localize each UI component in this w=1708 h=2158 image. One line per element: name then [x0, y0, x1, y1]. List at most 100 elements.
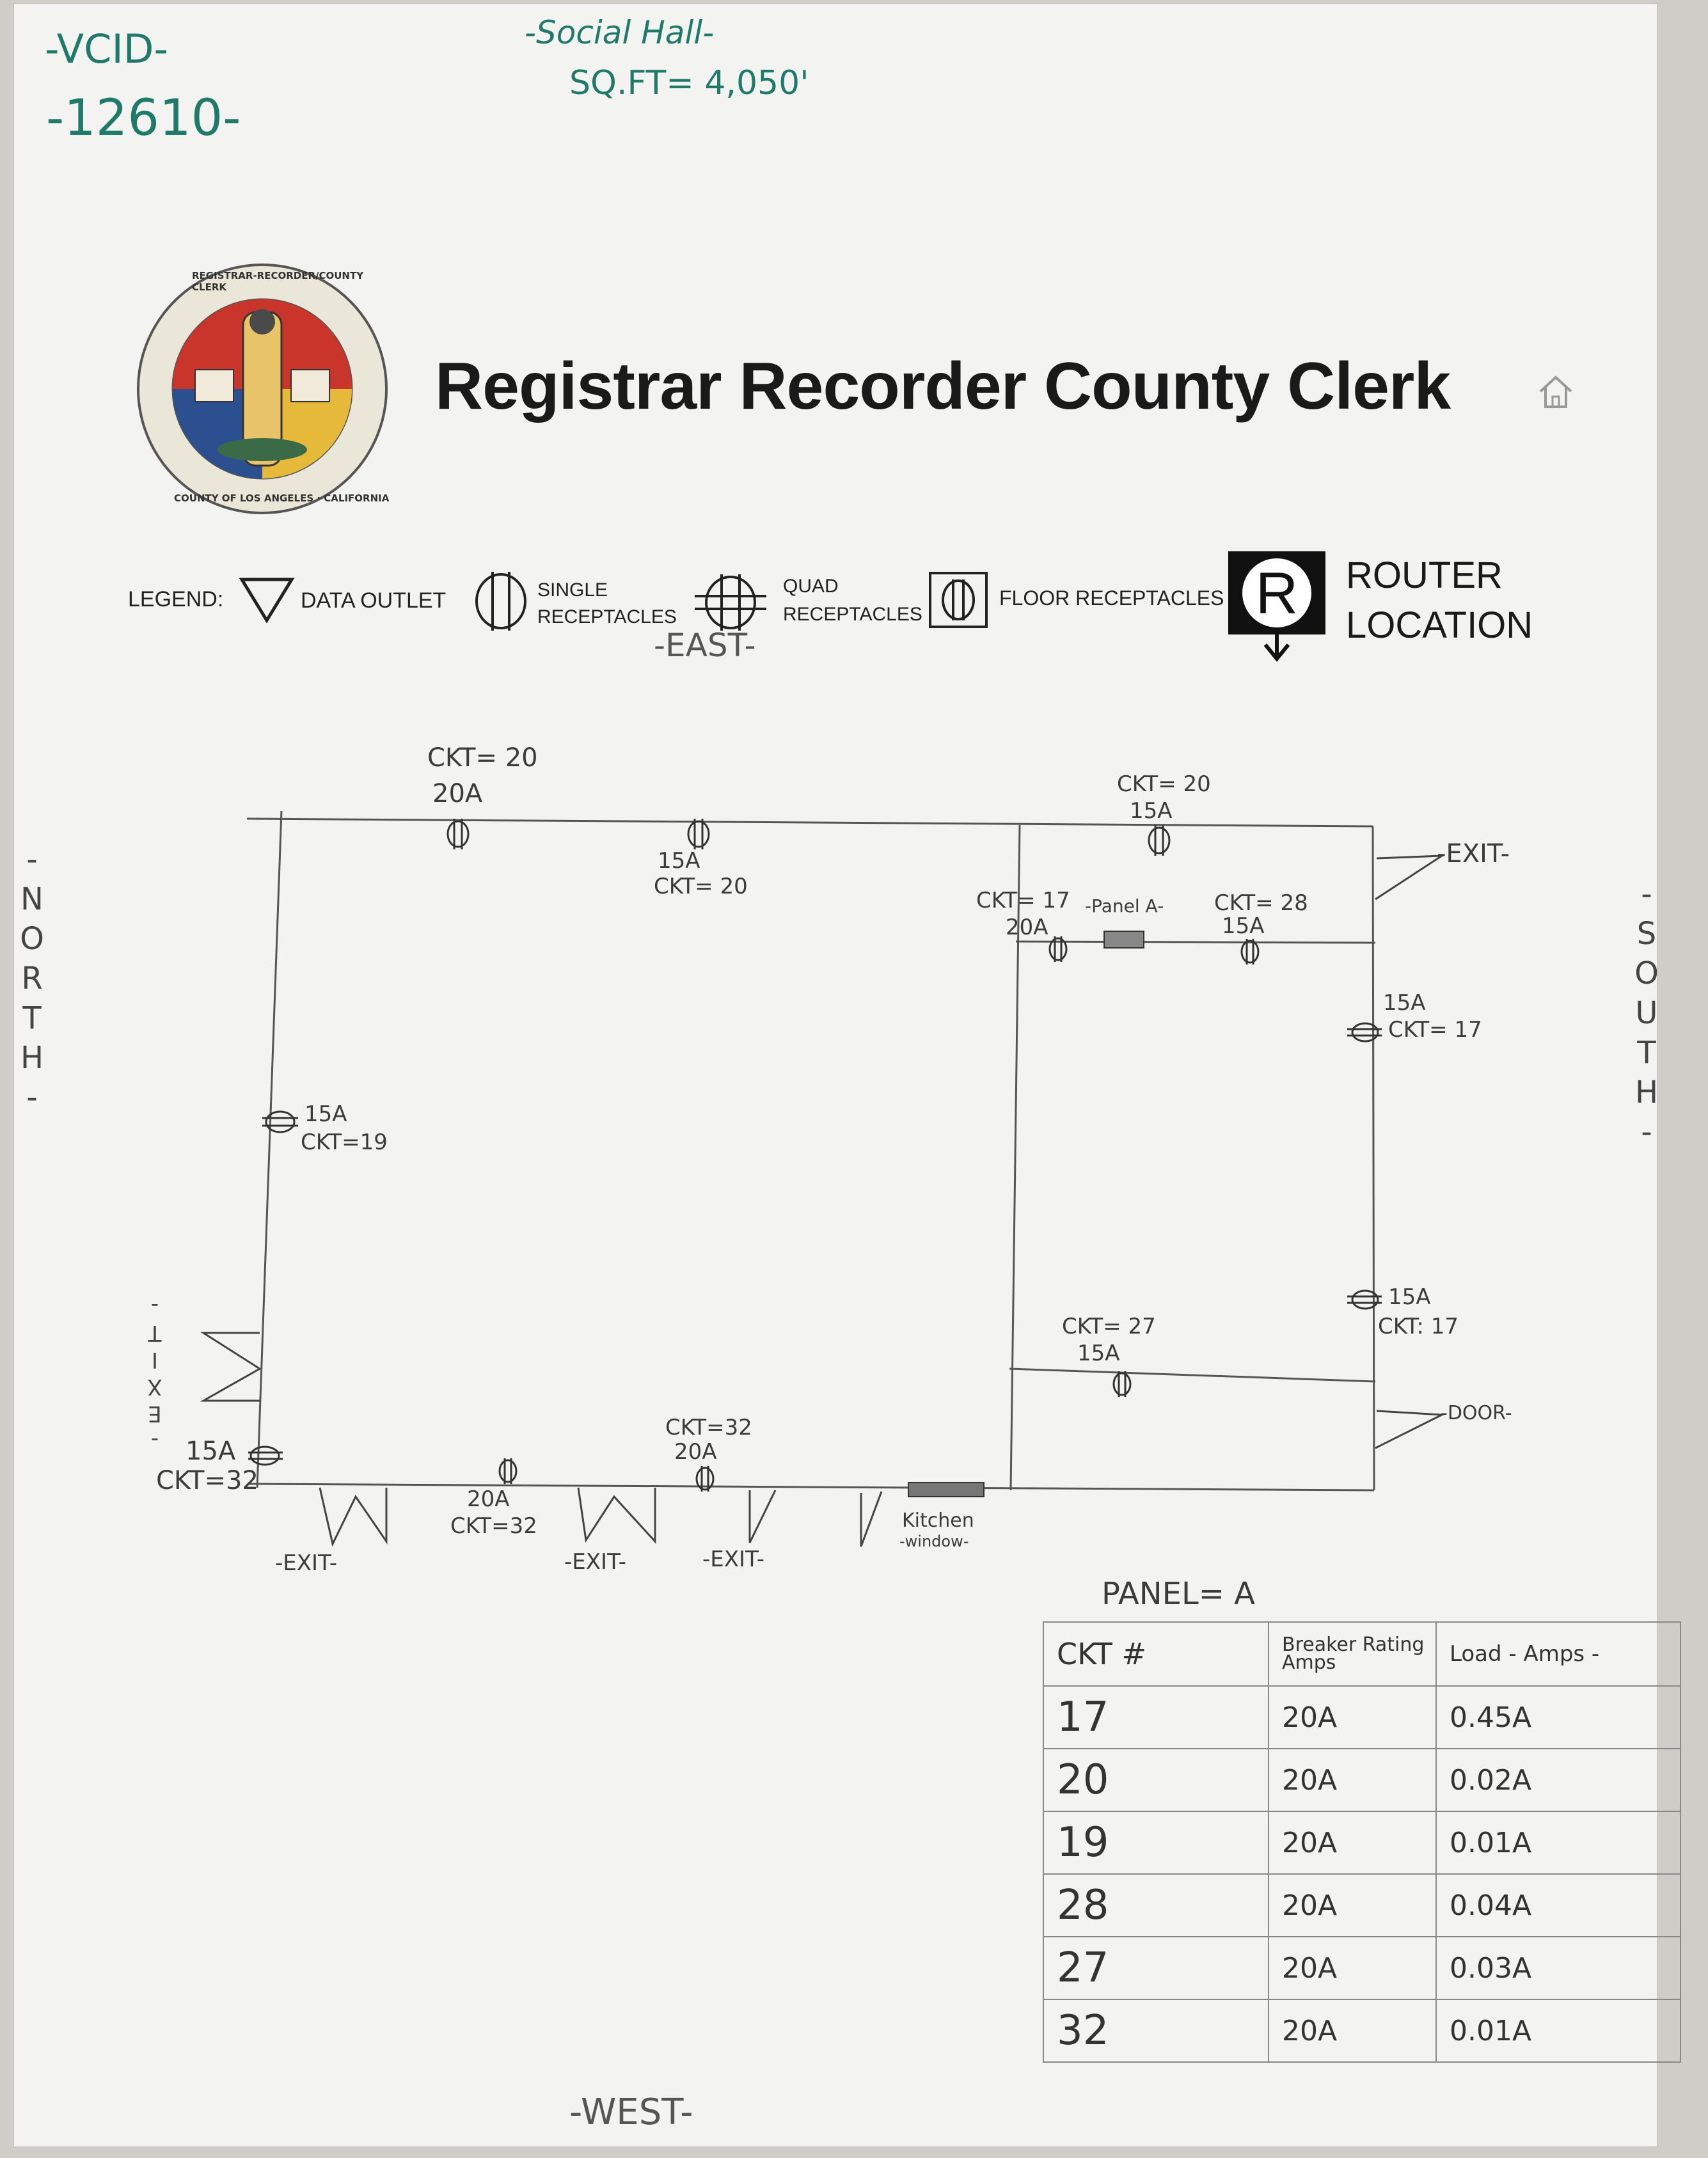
panel-header-load: Load - Amps -	[1435, 1621, 1681, 1687]
ckt-cell: 19	[1043, 1811, 1269, 1875]
label-left-ckt: CKT=19	[301, 1130, 388, 1155]
receptacle-panel	[1048, 936, 1068, 962]
kitchen-window	[908, 1482, 984, 1497]
exit-door-1	[319, 1487, 388, 1547]
legend-router-2: LOCATION	[1346, 604, 1533, 646]
label-panel-ckt: CKT= 17	[976, 888, 1070, 913]
receptacle-top-left	[447, 819, 470, 849]
router-icon: R	[1226, 549, 1328, 666]
table-row: 20 20A 0.02A	[1043, 1748, 1681, 1812]
label-panel-a: -Panel A-	[1085, 895, 1164, 917]
exit-door-3	[748, 1490, 777, 1543]
label-kitchen-1: Kitchen	[902, 1509, 974, 1532]
table-row: 17 20A 0.45A	[1043, 1685, 1681, 1749]
social-hall-label: -Social Hall-	[525, 14, 715, 51]
direction-north: -NORTH-	[14, 842, 50, 1119]
panel-a-box	[1103, 931, 1144, 949]
label-right-amp-1: 15A	[1383, 990, 1426, 1016]
receptacle-right-2	[1347, 1289, 1382, 1310]
breaker-cell: 20A	[1268, 1811, 1437, 1875]
label-top-right-amp: 15A	[1130, 798, 1173, 824]
quad-receptacle-icon	[692, 571, 769, 637]
label-top-left-ckt: CKT= 20	[427, 743, 538, 773]
legend-single-2: RECEPTACLES	[537, 606, 677, 627]
door-right	[1375, 1410, 1446, 1449]
ckt-cell: 32	[1043, 1999, 1269, 2063]
label-exit-top-right: -EXIT-	[1437, 839, 1510, 869]
breaker-cell: 20A	[1268, 1685, 1437, 1749]
receptacle-ckt27	[1112, 1371, 1132, 1397]
label-left-amp: 15A	[304, 1101, 347, 1127]
legend-floor: FLOOR RECEPTACLES	[999, 587, 1224, 610]
label-top-mid-ckt: CKT= 20	[654, 874, 748, 899]
kitchen-door	[860, 1491, 883, 1547]
panel-header-breaker: Breaker Rating Amps	[1268, 1621, 1437, 1687]
single-receptacle-icon	[472, 569, 530, 636]
load-cell: 0.01A	[1435, 1811, 1681, 1875]
table-row: 19 20A 0.01A	[1043, 1811, 1681, 1875]
receptacle-bottom-mid	[498, 1458, 518, 1484]
ckt-cell: 17	[1043, 1685, 1269, 1749]
label-bl-ckt: CKT=32	[156, 1466, 258, 1495]
load-cell: 0.04A	[1435, 1873, 1681, 1937]
ckt-cell: 20	[1043, 1748, 1269, 1812]
receptacle-right-1	[1347, 1022, 1382, 1043]
label-exit-3: -EXIT-	[702, 1547, 764, 1572]
label-exit-2: -EXIT-	[564, 1549, 626, 1575]
table-row: 32 20A 0.01A	[1043, 1999, 1681, 2063]
label-top-left-amp: 20A	[432, 779, 483, 808]
table-row: 28 20A 0.04A	[1043, 1873, 1681, 1937]
label-door: -DOOR-	[1441, 1402, 1512, 1424]
label-right-ckt-2: CKT: 17	[1378, 1314, 1459, 1339]
panel-header-row: CKT # Breaker Rating Amps Load - Amps -	[1043, 1621, 1681, 1687]
label-bm2-ckt: CKT=32	[665, 1415, 752, 1440]
load-cell: 0.45A	[1435, 1685, 1681, 1749]
load-cell: 0.01A	[1435, 1999, 1681, 2063]
exit-door-top-right	[1375, 855, 1446, 901]
county-seal-logo: REGISTRAR-RECORDER/COUNTY CLERK COUNTY O…	[134, 261, 390, 517]
direction-east: -EAST-	[654, 627, 756, 664]
label-kitchen-2: -window-	[899, 1532, 969, 1550]
direction-west: -WEST-	[569, 2091, 693, 2133]
ckt-cell: 27	[1043, 1936, 1269, 2000]
label-right-ckt-1: CKT= 17	[1388, 1017, 1482, 1043]
panel-header-ckt: CKT #	[1043, 1621, 1269, 1687]
receptacle-top-mid	[687, 819, 710, 849]
label-ckt28-amp: 15A	[1222, 913, 1265, 939]
square-footage: SQ.FT= 4,050'	[569, 64, 809, 102]
exit-door-2	[577, 1487, 656, 1544]
label-top-right-ckt: CKT= 20	[1117, 771, 1211, 797]
seal-text-top: REGISTRAR-RECORDER/COUNTY CLERK	[192, 270, 364, 293]
label-ckt27-ckt: CKT= 27	[1062, 1314, 1156, 1339]
panel-title: PANEL= A	[1102, 1576, 1255, 1612]
exit-door-north	[200, 1332, 262, 1402]
seal-text-bottom: COUNTY OF LOS ANGELES · CALIFORNIA	[174, 492, 390, 504]
label-top-mid-amp: 15A	[658, 848, 700, 874]
label-bm-amp: 20A	[467, 1486, 510, 1512]
receptacle-bottom-left	[248, 1445, 283, 1466]
label-bl-amp: 15A	[186, 1437, 236, 1466]
panel-table: CKT # Breaker Rating Amps Load - Amps - …	[1043, 1621, 1681, 2063]
load-cell: 0.02A	[1435, 1748, 1681, 1812]
vcid-label: -VCID-	[45, 26, 168, 72]
label-bm2-amp: 20A	[674, 1439, 717, 1465]
label-bm-ckt: CKT=32	[450, 1513, 537, 1539]
legend-single-1: SINGLE	[537, 579, 608, 601]
direction-south: -SOUTH-	[1629, 876, 1665, 1154]
legend-data-outlet: DATA OUTLET	[301, 588, 447, 613]
home-icon	[1535, 371, 1576, 414]
receptacle-ckt28	[1240, 939, 1260, 965]
page-title: Registrar Recorder County Clerk	[435, 349, 1451, 423]
label-panel-amp: 20A	[1006, 915, 1048, 940]
receptacle-bottom-mid2	[695, 1466, 715, 1492]
ckt-cell: 28	[1043, 1873, 1269, 1937]
breaker-cell: 20A	[1268, 1936, 1437, 2000]
receptacle-top-right	[1148, 825, 1171, 856]
breaker-cell: 20A	[1268, 1999, 1437, 2063]
label-right-amp-2: 15A	[1388, 1284, 1431, 1310]
legend-label: LEGEND:	[128, 587, 224, 611]
table-row: 27 20A 0.03A	[1043, 1936, 1681, 2000]
data-outlet-icon	[238, 576, 296, 626]
label-ckt28-ckt: CKT= 28	[1214, 890, 1308, 916]
